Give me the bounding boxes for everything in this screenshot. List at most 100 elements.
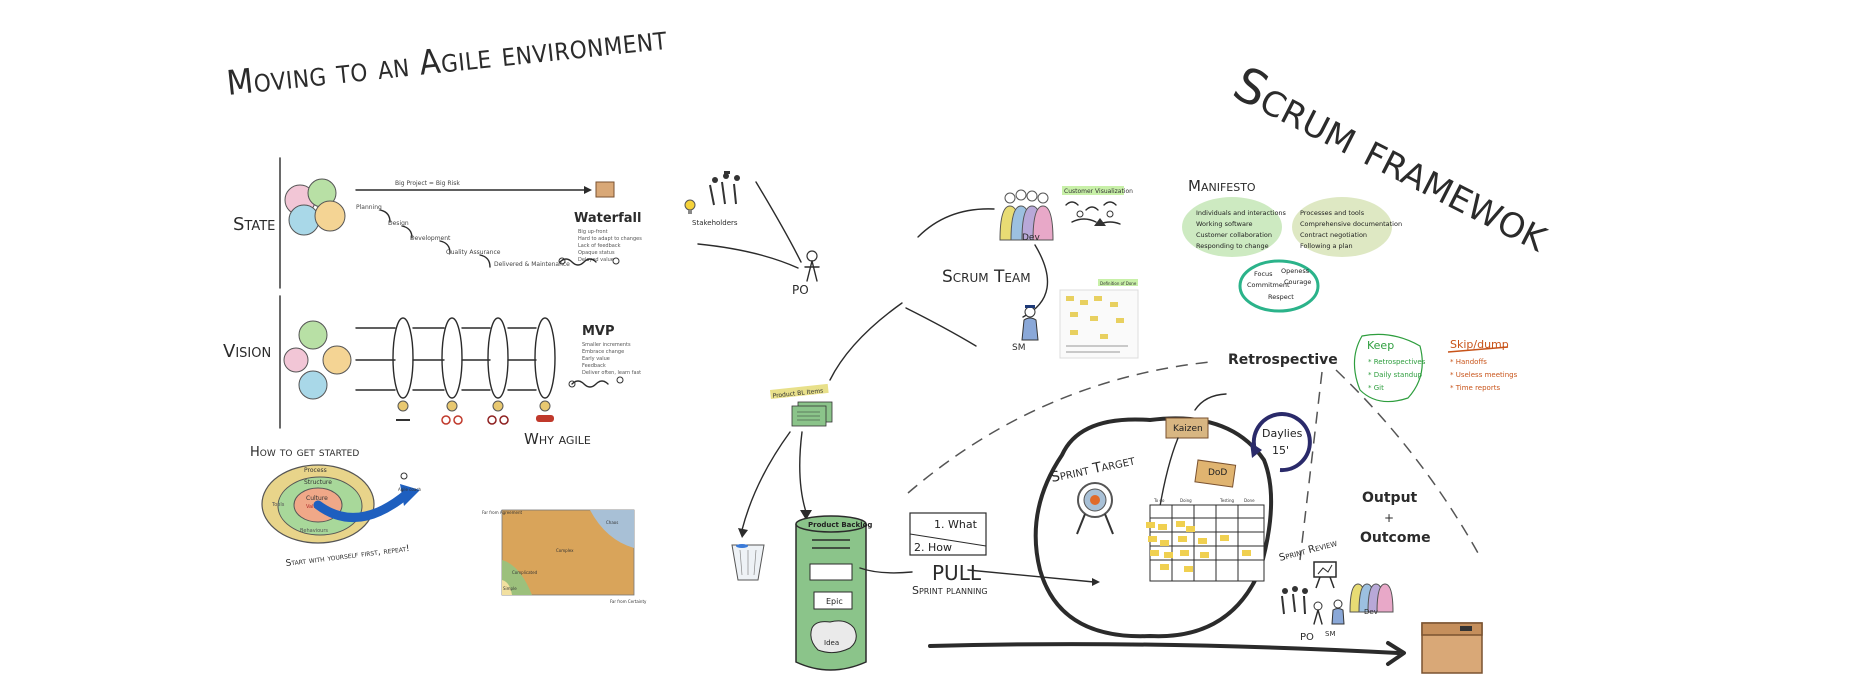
big-project-label: Big Project = Big Risk [395,180,460,187]
change-arrow [313,488,413,522]
planning-how: 2. How [914,541,952,554]
dev-label: Dev [1022,233,1040,243]
state-label: State [233,214,275,235]
mvp-squiggle [571,380,609,388]
customer-visualization-card: Customer Visualization [1062,186,1133,226]
product-backlog-cylinder: Product Backlog Epic Idea [795,515,872,671]
customer-visualization-label: Customer Visualization [1064,188,1133,195]
presentation-board-icon [1313,561,1337,589]
target-icon [1076,482,1114,535]
product-increment-box-icon [1421,622,1483,674]
mvp-note: Feedback [582,363,606,369]
review-dev-label: Dev [1364,608,1378,616]
region-chaos: Chaos [606,520,618,525]
dod-note: DoD [1194,459,1237,488]
team-to-backlog-line [829,302,903,381]
waterfall-squiggle [559,258,597,266]
step-planning: Planning [356,204,382,211]
inner-behaviours: Behaviours [300,528,328,534]
trash-can-icon [731,544,765,581]
review-po-label: PO [1300,632,1314,643]
manifesto-left-2: Working software [1196,220,1253,228]
stakeholders-label: Stakeholders [692,219,738,227]
dashed-line-right [1335,369,1479,554]
sprint-planning-caption: Sprint planning [912,584,988,597]
mvp-title: MVP [582,324,615,339]
review-sm-label: SM [1325,630,1335,638]
vision-label: Vision [223,341,271,362]
waterfall-note: Hard to adapt to changes [578,236,642,242]
retrospective-title: Retrospective [1228,352,1338,368]
board-col-done: Done [1244,498,1255,503]
mvp-notes: Smaller increments Embrace change Early … [582,342,641,376]
output-label: Output [1362,490,1418,506]
mvp-note: Deliver often, learn fast [582,370,641,376]
idea-label: Idea [824,639,839,647]
step-development: Development [410,235,451,242]
release-arrow [928,642,1400,655]
skip-item: * Handoffs [1450,358,1487,366]
manifesto-right-3: Contract negotiation [1300,231,1367,239]
agile-coach-label: Agile coach [398,487,422,492]
get-started-caption: Start with yourself first, repeat! [285,544,410,569]
product-backlog-label: Product Backlog [808,521,872,529]
board-col-testing: Testing [1219,498,1235,503]
region-simple: Simple [503,586,517,591]
manifesto-right-4: Following a plan [1300,242,1353,250]
sm-figure [1021,305,1039,341]
review-participants [1281,583,1394,625]
why-agile-label: Why agile [524,430,591,448]
product-bl-items-icon: Product BL Items [770,383,833,427]
manifesto-right-1: Processes and tools [1300,209,1365,217]
stakeholder-po-line-2 [697,243,799,269]
mvp-note: Embrace change [582,349,624,355]
stakeholders-icon [709,171,740,206]
po-figure [804,250,820,282]
mvp-note: Early value [582,356,610,362]
kaizen-label: Kaizen [1173,424,1203,434]
team-blob-vision [283,320,352,400]
board-col-todo: To do [1153,498,1165,503]
epic-label: Epic [826,597,843,606]
layer-culture: Culture [306,495,328,502]
keep-list: Keep * Retrospectives * Daily standup * … [1353,333,1426,403]
po-label: PO [792,283,809,297]
get-started-title: How to get started [250,445,359,460]
daylies-indicator: Daylies 15' [1250,412,1312,473]
value-openess: Openess [1281,267,1310,275]
region-complicated: Complicated [512,570,538,575]
dev-team-figures [999,189,1054,241]
skip-list: Skip/dump * Handoffs * Useless meetings … [1447,338,1518,392]
output-plus: + [1384,511,1394,525]
complexity-matrix: Chaos Complex Simple Complicated Far fro… [482,509,647,604]
layer-process: Process [304,467,327,474]
waterfall-note: Lack of feedback [578,243,621,249]
waterfall-note: Opaque status [578,250,615,256]
manifesto-left-1: Individuals and interactions [1196,209,1287,217]
outcome-label: Outcome [1360,530,1431,546]
team-arc-bottom [905,307,977,347]
lightbulb-icon [684,199,696,214]
waterfall-note: Delayed value [578,257,614,263]
daylies-time: 15' [1272,444,1289,457]
keep-title: Keep [1367,339,1394,352]
board-col-doing: Doing [1180,498,1192,503]
kaizen-note: Kaizen [1165,417,1209,439]
arrow-to-backlog [799,431,807,513]
dashed-line-center [1299,371,1323,561]
stakeholder-po-line [755,181,802,263]
region-complex: Complex [556,548,574,553]
mvp-note: Smaller increments [582,342,631,348]
waterfall-note: Big up-front [578,229,608,235]
manifesto-left-values: Individuals and interactions Working sof… [1182,197,1287,257]
dashed-line-left [907,361,1211,494]
kaizen-to-retro-line [1194,393,1227,411]
axis-agreement: Far from Agreement [482,510,523,515]
manifesto-title: Manifesto [1188,177,1256,195]
axis-certainty: Far from Certainty [610,599,647,604]
backlog-to-planning-arrow [859,567,913,574]
daylies-label: Daylies [1262,427,1303,440]
step-qa: Quality Assurance [446,249,501,256]
team-arc-top [917,208,995,238]
